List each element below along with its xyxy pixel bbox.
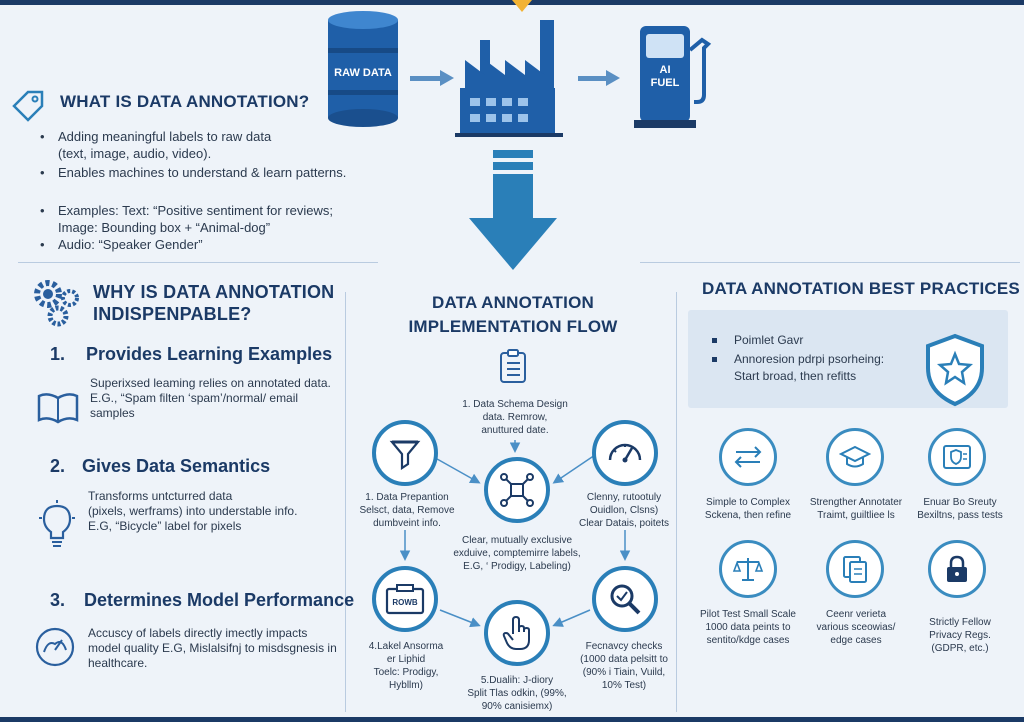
data-pipeline-illustration xyxy=(328,0,712,137)
security-document-icon xyxy=(943,445,971,469)
flow-node-network xyxy=(484,457,550,523)
why-item-3-title: Determines Model Performance xyxy=(84,590,355,610)
lock-icon xyxy=(947,555,967,582)
list-item: Examples: Text: “Positive sentiment for … xyxy=(40,202,380,236)
flow-node-gauge xyxy=(592,420,658,486)
best-node-lock xyxy=(928,540,986,598)
best-row1-text-1: Simple to Complex Sckena, then refine xyxy=(704,497,792,521)
lightbulb-icon xyxy=(39,500,75,547)
why-item-2-title: Gives Data Semantics xyxy=(82,456,271,476)
list-item: Poimlet Gavr xyxy=(712,332,922,349)
best-row1-text-3: Enuar Bo Sreuty Bexiltns, pass tests xyxy=(917,497,1003,521)
flow-node-filter xyxy=(372,420,438,486)
exchange-arrows-icon xyxy=(734,446,762,468)
network-icon xyxy=(500,473,534,507)
shield-star-icon xyxy=(926,333,984,407)
documents-icon xyxy=(843,556,867,583)
what-examples: Examples: Text: “Positive sentiment for … xyxy=(40,202,380,253)
graduation-cap-icon xyxy=(839,445,871,468)
arrow-right-icon xyxy=(410,70,454,86)
flow-connectors xyxy=(399,440,631,628)
best-node-shield-doc xyxy=(928,428,986,486)
what-title: WHAT IS DATA ANNOTATION? xyxy=(60,92,310,111)
list-item: Annoresion pdrpi psorheing:Start broad, … xyxy=(712,351,922,385)
why-item-1-text: Superixsed leaming relies on annotated d… xyxy=(90,376,331,420)
best-title: DATA ANNOTATION BEST PRACTICES xyxy=(702,279,1020,298)
barrel-label: RAW DATA xyxy=(334,67,392,79)
flow-schema-text: 1. Data Schema Design data. Remrow, anut… xyxy=(462,399,568,436)
why-title: WHY IS DATA ANNOTATION INDISPENPABLE? xyxy=(93,282,335,324)
label-box-icon xyxy=(385,584,425,615)
list-item: Adding meaningful labels to raw data(tex… xyxy=(40,128,370,162)
list-item: Enables machines to understand & learn p… xyxy=(40,164,370,181)
best-node-cap xyxy=(826,428,884,486)
flow-qc-text: 5.Dualih: J-diory Split Tlas odkin, (99%… xyxy=(467,675,567,712)
divider-right xyxy=(640,262,1020,263)
flow-node-touch xyxy=(484,600,550,666)
brain-gauge-icon xyxy=(35,627,75,667)
flow-clean-text: Clenny, rutootuly Ouidlon, Clsns) Clear … xyxy=(578,492,670,529)
flow-node-label-box xyxy=(372,566,438,632)
best-row2-text-3: Strictly Fellow Privacy Regs. (GDPR, etc… xyxy=(929,617,991,654)
bottom-border xyxy=(0,717,1024,722)
filter-icon xyxy=(389,440,421,470)
flow-title: DATA ANNOTATION IMPLEMENTATION FLOW xyxy=(408,293,618,336)
flow-center-text: Clear, mutually exclusive exduive, compt… xyxy=(453,535,581,572)
fuel-pump-icon xyxy=(634,26,712,128)
flow-node-magnifier xyxy=(592,566,658,632)
flow-prep-text: 1. Data Prepantion Selsct, data, Remove … xyxy=(359,492,455,529)
hand-pointer-icon xyxy=(502,615,530,650)
why-item-1-title: Provides Learning Examples xyxy=(86,344,333,364)
flow-split-text: Fecnavcy checks (1000 data pelsitt to (9… xyxy=(580,641,668,691)
best-node-arrows xyxy=(719,428,777,486)
why-item-2-number: 2. xyxy=(50,456,66,476)
why-item-2-text: Transforms untcturred data (pixels, werf… xyxy=(88,489,298,533)
label-box-text: ROWB xyxy=(392,598,418,607)
why-item-3-text: Accuscy of labels directly imectly impac… xyxy=(88,626,337,670)
barrel-icon xyxy=(328,11,398,127)
best-row2-text-2: Ceenr verieta various sceowias/ edge cas… xyxy=(816,609,896,646)
best-box-list: Poimlet Gavr Annoresion pdrpi psorheing:… xyxy=(712,332,922,385)
flow-label-text: 4.Lakel Ansorma er Liphid Toelc: Prodigy… xyxy=(368,641,444,691)
top-border xyxy=(0,0,1024,5)
why-item-3-number: 3. xyxy=(50,590,66,610)
divider-vertical-right xyxy=(676,292,677,712)
gauge-icon xyxy=(608,443,642,463)
big-down-arrow-icon xyxy=(469,150,557,270)
why-item-1-number: 1. xyxy=(50,344,66,364)
divider-left xyxy=(18,262,378,263)
best-row2-text-1: Pilot Test Small Scale 1000 data peints … xyxy=(700,609,796,646)
best-node-docs xyxy=(826,540,884,598)
arrow-right-icon-2 xyxy=(578,70,620,86)
best-row1-text-2: Strengther Annotater Traimt, guiltliee l… xyxy=(809,497,903,521)
fuel-pump-label: AI FUEL xyxy=(650,64,680,89)
list-item: Audio: “Speaker Gender” xyxy=(40,236,380,253)
clipboard-icon xyxy=(500,349,526,383)
divider-vertical-left xyxy=(345,292,346,712)
book-icon xyxy=(37,393,79,424)
best-node-scales xyxy=(719,540,777,598)
magnifier-icon xyxy=(610,584,641,615)
gears-icon xyxy=(34,280,79,327)
tag-icon xyxy=(12,90,44,122)
factory-icon xyxy=(455,20,563,137)
what-bullets: Adding meaningful labels to raw data(tex… xyxy=(40,128,370,181)
scales-icon xyxy=(732,558,764,581)
